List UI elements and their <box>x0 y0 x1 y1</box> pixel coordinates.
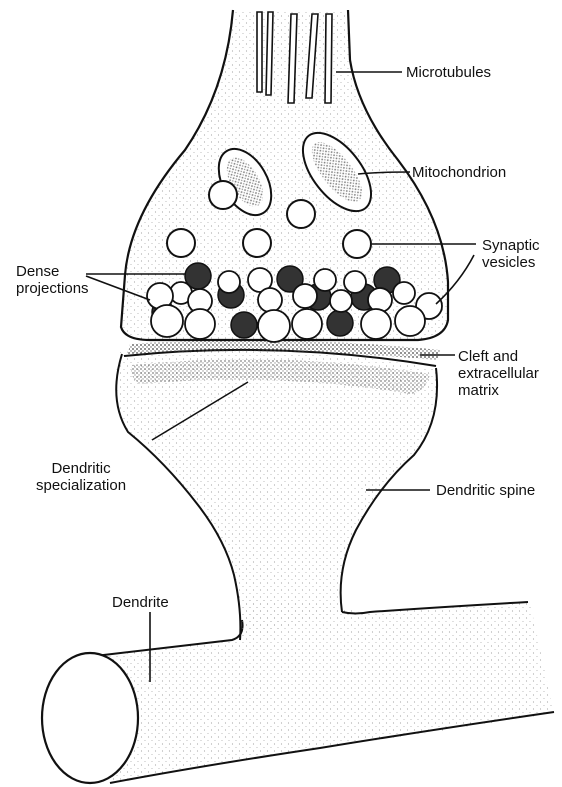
label-dendritic-spine: Dendritic spine <box>436 482 535 499</box>
label-dendritic-specialization: Dendritic specialization <box>36 460 126 494</box>
label-cleft-line2: extracellular <box>458 365 539 382</box>
label-dendritic-specialization-line1: Dendritic <box>36 460 126 477</box>
label-cleft-line3: matrix <box>458 382 539 399</box>
label-dense-projections-line2: projections <box>16 280 89 297</box>
label-dendritic-specialization-line2: specialization <box>36 477 126 494</box>
label-dense-projections: Dense projections <box>16 263 89 297</box>
label-synaptic-vesicles-line1: Synaptic <box>482 237 540 254</box>
label-synaptic-vesicles-line2: vesicles <box>482 254 540 271</box>
label-synaptic-vesicles: Synaptic vesicles <box>482 237 540 271</box>
label-dense-projections-line1: Dense <box>16 263 89 280</box>
label-dendrite: Dendrite <box>112 594 169 611</box>
label-mitochondrion: Mitochondrion <box>412 164 506 181</box>
label-microtubules: Microtubules <box>406 64 491 81</box>
dendrite-shaft <box>95 598 554 783</box>
dendrite-cross-section <box>42 653 138 783</box>
label-cleft-line1: Cleft and <box>458 348 539 365</box>
label-cleft-matrix: Cleft and extracellular matrix <box>458 348 539 399</box>
